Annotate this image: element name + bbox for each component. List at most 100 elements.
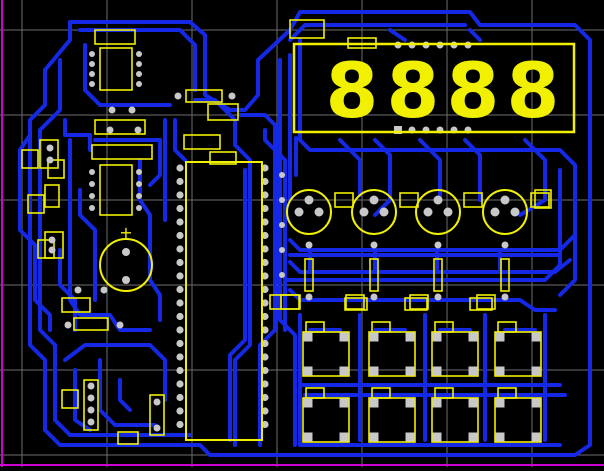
button-pad xyxy=(405,332,415,342)
resistor-pin xyxy=(228,92,236,100)
ic-pin xyxy=(261,164,269,172)
small-ic-label-box xyxy=(94,29,136,45)
button-label-box xyxy=(434,387,454,399)
connector-outline xyxy=(83,379,99,431)
resistor-top-outline xyxy=(185,89,223,103)
pad xyxy=(106,126,114,134)
button-pad xyxy=(495,432,505,442)
small-ic-pin xyxy=(89,71,95,77)
display-digit-3: 8 xyxy=(447,46,500,135)
ic-pin xyxy=(176,353,184,361)
ic-pin xyxy=(261,380,269,388)
ic-pin xyxy=(261,231,269,240)
ic-pin xyxy=(176,380,184,388)
transistor-pin xyxy=(304,195,314,205)
capacitor-outline xyxy=(27,194,45,214)
transistor-pin xyxy=(510,207,520,217)
component-label-box xyxy=(209,151,237,165)
small-ic-pin xyxy=(89,61,95,67)
crystal-pin xyxy=(153,424,161,432)
small-ic-pin xyxy=(89,193,95,199)
connector-pin xyxy=(87,418,95,426)
small-ic-pin xyxy=(136,193,142,199)
button-label-box xyxy=(305,321,325,333)
pad xyxy=(128,106,136,114)
button-pad xyxy=(531,332,541,342)
ic-pin xyxy=(261,353,269,361)
component-label-box xyxy=(404,297,428,311)
resistor-pin xyxy=(501,241,509,249)
resistor-pin xyxy=(434,241,442,249)
capacitor-polarity-mark: + xyxy=(119,223,132,242)
ic-pin xyxy=(176,285,184,294)
connector-pin xyxy=(87,406,95,414)
ic-pin xyxy=(261,204,269,213)
resistor-pin xyxy=(370,293,378,301)
transistor-pin xyxy=(433,195,443,205)
resistor-pin xyxy=(370,241,378,249)
resistor-outline xyxy=(304,258,314,292)
resistor-label-box xyxy=(476,294,496,310)
small-ic-outline xyxy=(99,47,133,91)
ic-pin xyxy=(176,245,184,253)
transistor-label-box xyxy=(399,192,419,208)
silkscreen-layer xyxy=(21,19,552,445)
ic-pin xyxy=(176,326,184,334)
button-pad xyxy=(432,398,442,408)
resistor-label-box xyxy=(409,294,429,310)
button-label-box xyxy=(497,321,517,333)
component-label-box xyxy=(183,134,221,150)
capacitor-outline xyxy=(44,231,64,259)
push-button-outline xyxy=(431,397,479,443)
ic-pin xyxy=(261,299,269,307)
button-pad xyxy=(339,366,349,376)
transistor-pin xyxy=(294,207,304,217)
seven-segment-display: 8 8 8 8 xyxy=(292,42,576,135)
transistor-outline xyxy=(286,189,332,235)
push-button-outline xyxy=(431,331,479,377)
electrolytic-capacitor: + xyxy=(99,223,153,292)
via xyxy=(279,247,285,253)
via xyxy=(279,197,285,203)
button-pad xyxy=(369,398,379,408)
capacitor-pin xyxy=(122,248,130,256)
small-ic-pin xyxy=(136,71,142,77)
button-pad xyxy=(432,366,442,376)
button-pad xyxy=(432,432,442,442)
small-ic-pin xyxy=(136,169,142,175)
ic-pin xyxy=(261,258,269,267)
transistor-pin xyxy=(500,195,510,205)
connector-pin xyxy=(87,394,95,402)
button-pad xyxy=(339,332,349,342)
pad xyxy=(100,286,108,294)
transistor-pin xyxy=(369,195,379,205)
transistor-outline xyxy=(351,189,397,235)
resistor-pin xyxy=(501,293,509,301)
ic-pin xyxy=(261,420,269,429)
push-button-outline xyxy=(494,397,542,443)
ic-pin xyxy=(176,339,184,348)
display-digit-2: 8 xyxy=(387,46,440,135)
component-label-box xyxy=(289,19,325,39)
transistor-label-box xyxy=(334,192,354,208)
resistor-outline xyxy=(369,258,379,292)
button-label-box xyxy=(371,387,391,399)
transistor-outline xyxy=(482,189,528,235)
resistor-outline xyxy=(433,258,443,292)
ic-pin xyxy=(176,218,184,226)
ic-pin xyxy=(261,272,269,280)
small-ic-pin xyxy=(89,181,95,187)
pad xyxy=(46,156,54,164)
ic-pin xyxy=(261,339,269,348)
button-pad xyxy=(531,398,541,408)
resistor-pin xyxy=(174,92,182,100)
button-pad xyxy=(468,432,478,442)
small-ic-pin xyxy=(89,51,95,57)
pad xyxy=(74,286,82,294)
ic-pin xyxy=(261,326,269,334)
button-pad xyxy=(303,366,313,376)
button-pad xyxy=(468,398,478,408)
button-pad xyxy=(531,432,541,442)
small-ic-pin xyxy=(136,51,142,57)
